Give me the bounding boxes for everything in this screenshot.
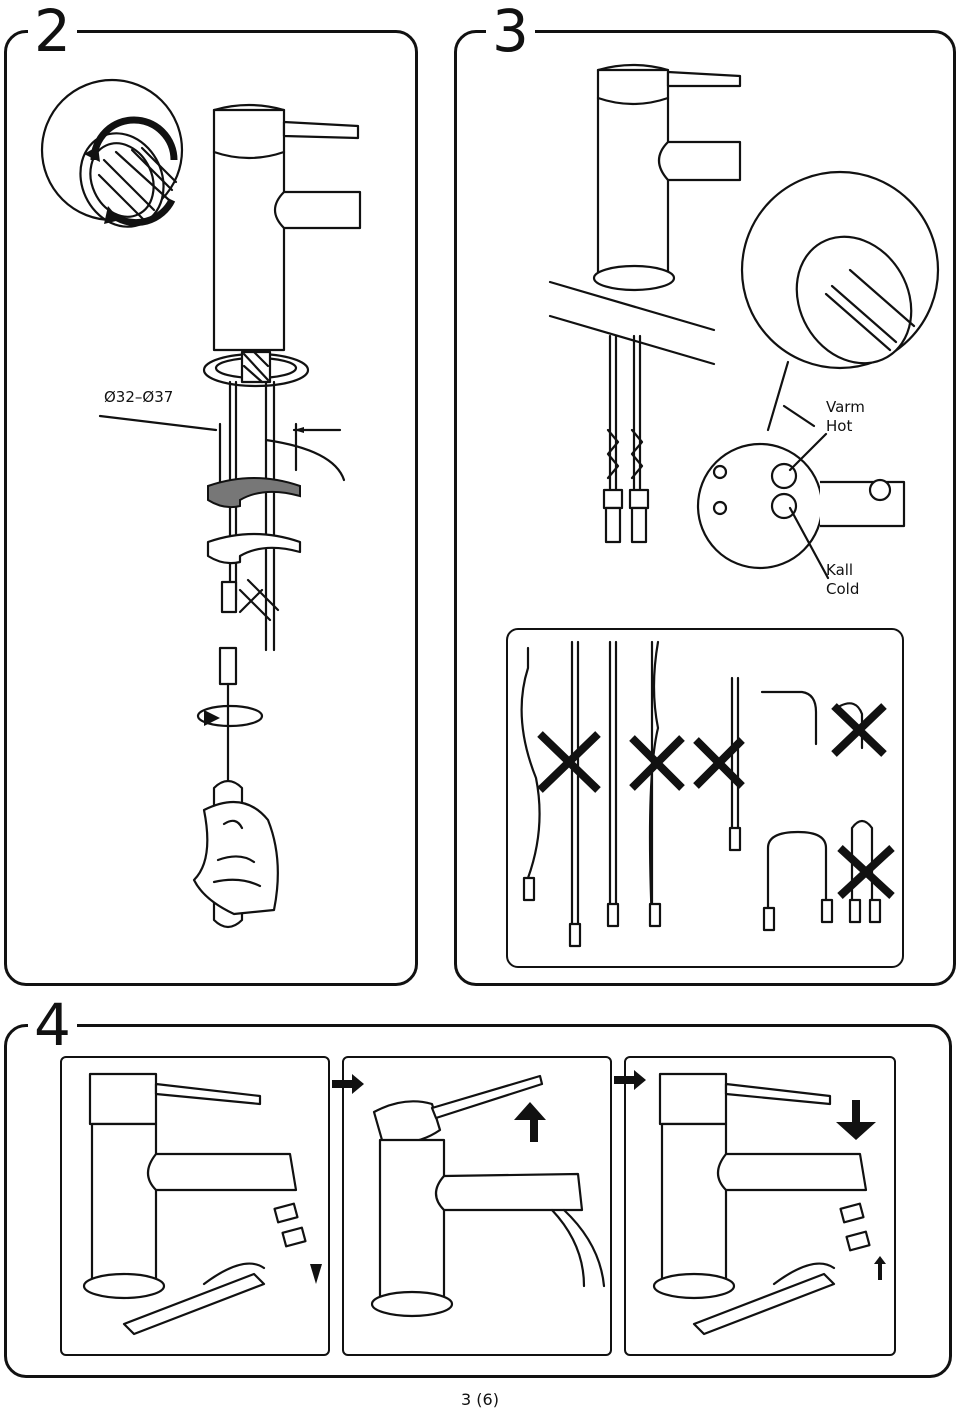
hot-label-sv: Varm <box>826 398 865 416</box>
faucet-unscrew-aerator <box>82 1072 322 1336</box>
step-3-number: 3 <box>486 2 535 60</box>
nuts <box>218 578 280 686</box>
page-number: 3 (6) <box>461 1390 499 1409</box>
rotate-arrow-icon <box>84 116 178 227</box>
step-4-illustration <box>82 1070 886 1336</box>
hose-guidance-illustration <box>520 640 895 948</box>
cold-label-en: Cold <box>826 580 860 598</box>
step-2-illustration <box>40 78 362 929</box>
hose-detail-circle <box>40 78 184 228</box>
cold-label-sv: Kall <box>826 561 854 579</box>
threaded-rods <box>218 380 346 652</box>
hot-label-en: Hot <box>826 417 853 435</box>
connection-detail-circle <box>740 170 940 432</box>
reject-x-icon <box>537 703 895 899</box>
diameter-label: Ø32–Ø37 <box>104 388 174 406</box>
step-2-number: 2 <box>28 2 77 60</box>
horseshoe-washers <box>206 477 302 565</box>
hand-with-tool <box>192 682 279 929</box>
mounting-ring <box>202 350 310 388</box>
hose-examples <box>520 640 882 948</box>
rotate-arrow-icon <box>196 704 264 728</box>
up-arrow-icon <box>514 1102 546 1142</box>
step-4-number: 4 <box>28 996 77 1054</box>
hot-cold-diagram <box>696 432 906 580</box>
step-3-illustration <box>548 63 940 580</box>
faucet-on-counter <box>548 63 742 366</box>
supply-hoses <box>602 334 650 544</box>
faucet-flush-water <box>370 1074 606 1318</box>
faucet-body <box>212 103 362 352</box>
step-arrow-icon <box>332 1070 646 1094</box>
faucet-refit-aerator <box>652 1072 886 1336</box>
down-arrow-icon <box>836 1100 876 1140</box>
